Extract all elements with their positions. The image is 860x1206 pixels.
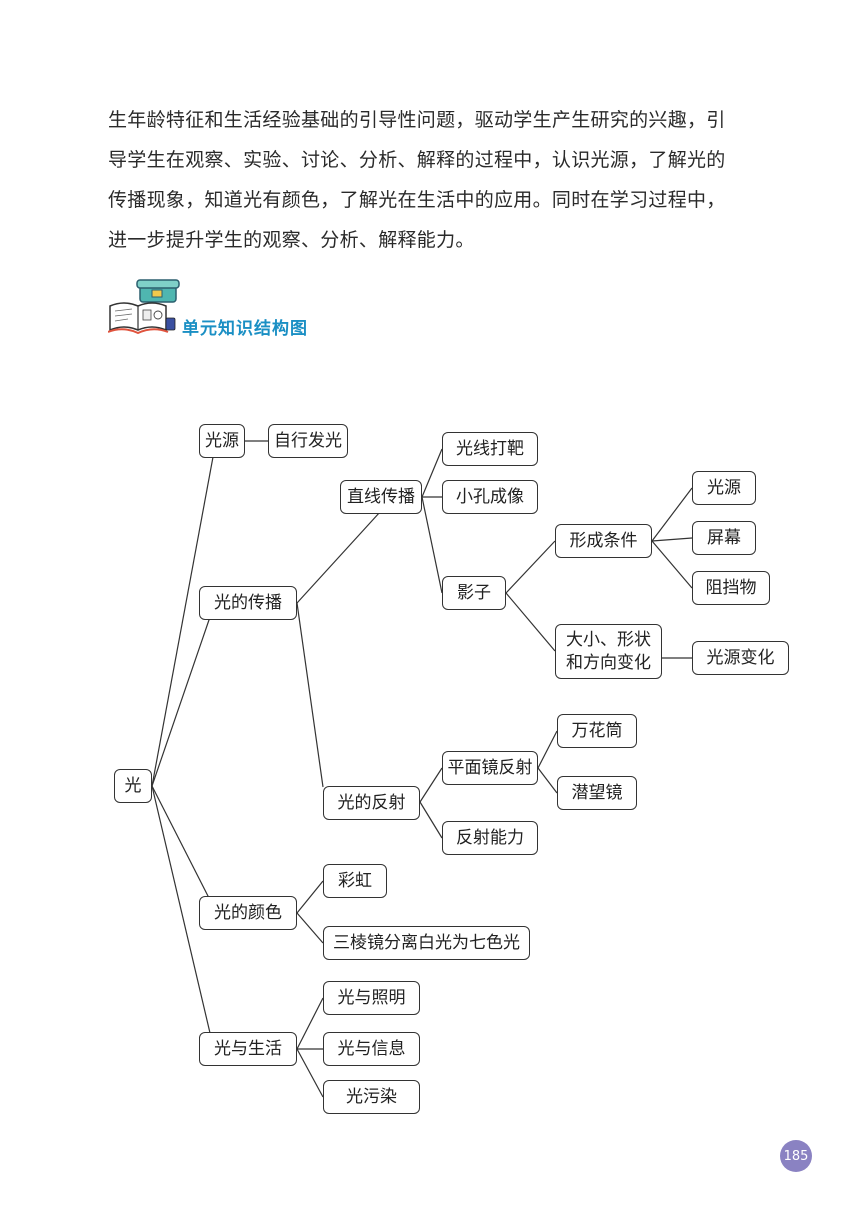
node-root-light: 光	[114, 769, 152, 803]
section-title: 单元知识结构图	[182, 319, 308, 339]
intro-line: 传播现象，知道光有颜色，了解光在生活中的应用。同时在学习过程中，	[108, 189, 726, 211]
node-screen: 屏幕	[692, 521, 756, 555]
node-pinhole: 小孔成像	[442, 480, 538, 514]
node-color: 光的颜色	[199, 896, 297, 930]
intro-line: 生年龄特征和生活经验基础的引导性问题，驱动学生产生研究的兴趣，引	[108, 109, 726, 131]
node-obstacle: 阻挡物	[692, 571, 770, 605]
node-target-shooting: 光线打靶	[442, 432, 538, 466]
node-conditions: 形成条件	[555, 524, 652, 558]
node-lighting: 光与照明	[323, 981, 420, 1015]
node-size-shape-direction: 大小、形状 和方向变化	[555, 624, 662, 679]
node-pollution: 光污染	[323, 1080, 420, 1114]
node-light-source: 光源	[199, 424, 245, 458]
node-life: 光与生活	[199, 1032, 297, 1066]
node-straight-line: 直线传播	[340, 480, 422, 514]
node-rainbow: 彩虹	[323, 864, 387, 898]
node-source-item: 光源	[692, 471, 756, 505]
node-propagation: 光的传播	[199, 586, 297, 620]
intro-paragraph: 生年龄特征和生活经验基础的引导性问题，驱动学生产生研究的兴趣，引 导学生在观察、…	[108, 100, 758, 260]
node-size-shape-line1: 大小、形状	[566, 629, 651, 650]
node-information: 光与信息	[323, 1032, 420, 1066]
intro-line: 进一步提升学生的观察、分析、解释能力。	[108, 229, 475, 251]
node-shadow: 影子	[442, 576, 506, 610]
node-source-change: 光源变化	[692, 641, 789, 675]
node-prism: 三棱镜分离白光为七色光	[323, 926, 530, 960]
node-size-shape-line2: 和方向变化	[566, 652, 651, 673]
book-and-chest-icon	[108, 279, 180, 335]
node-reflection: 光的反射	[323, 786, 420, 820]
section-header: 单元知识结构图	[108, 278, 368, 340]
node-periscope: 潜望镜	[557, 776, 637, 810]
page-number: 185	[780, 1140, 812, 1172]
node-plane-mirror: 平面镜反射	[442, 751, 538, 785]
intro-line: 导学生在观察、实验、讨论、分析、解释的过程中，认识光源，了解光的	[108, 149, 726, 171]
node-reflect-ability: 反射能力	[442, 821, 538, 855]
node-kaleidoscope: 万花筒	[557, 714, 637, 748]
node-self-luminous: 自行发光	[268, 424, 348, 458]
